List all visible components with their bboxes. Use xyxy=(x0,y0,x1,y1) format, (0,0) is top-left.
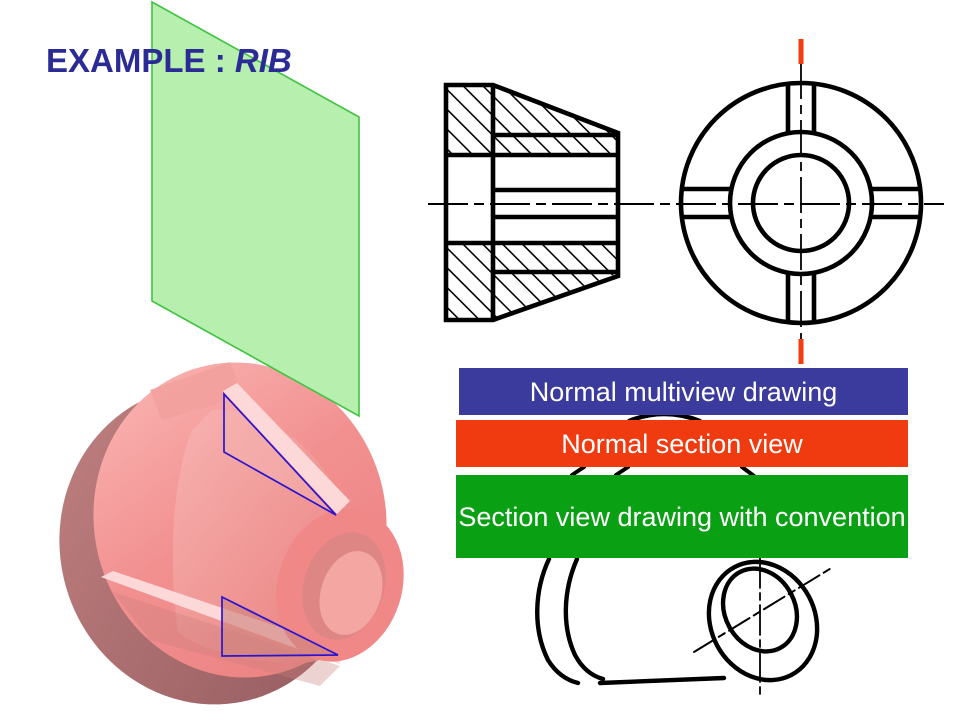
pictorial-base-arc-inner xyxy=(563,556,606,682)
part-top-facet xyxy=(150,362,242,420)
title-emphasis: RIB xyxy=(234,42,292,79)
top-rib-highlight xyxy=(223,383,350,514)
hatch-cone-bottom xyxy=(495,245,616,318)
pictorial-base-arc-outer xyxy=(535,556,581,686)
hatch-flange-bottom xyxy=(446,245,491,318)
title-separator: : xyxy=(205,42,235,79)
pictorial-peek-marks xyxy=(570,465,756,478)
pictorial-base-line xyxy=(597,675,727,686)
part-3d xyxy=(59,362,404,705)
banner-section-convention-label: Section view drawing with convention xyxy=(458,501,906,532)
page-title: EXAMPLE : RIB xyxy=(46,42,292,80)
cutting-plane xyxy=(151,0,360,418)
banner-normal-multiview-label: Normal multiview drawing xyxy=(529,376,838,407)
part-bore-inner-light xyxy=(319,551,383,635)
bottom-rib-outline xyxy=(221,595,339,657)
rib-edge-lines xyxy=(682,84,920,322)
pictorial-boss-outer xyxy=(706,559,820,683)
section-inner-lines xyxy=(444,132,618,275)
title-main: EXAMPLE xyxy=(46,42,206,79)
banner-normal-multiview: Normal multiview drawing xyxy=(459,368,908,415)
banner-normal-section-label: Normal section view xyxy=(561,428,803,459)
circular-view xyxy=(678,39,924,364)
pictorial-outline xyxy=(535,411,834,699)
section-view xyxy=(428,82,944,323)
top-rib-outline xyxy=(223,391,337,516)
pictorial-diagonal-centerline xyxy=(693,566,834,653)
hatch-cone-top xyxy=(495,87,616,153)
banner-section-convention: Section view drawing with convention xyxy=(456,475,908,558)
banner-normal-section: Normal section view xyxy=(456,420,908,467)
hatch-flange-top xyxy=(446,87,491,153)
